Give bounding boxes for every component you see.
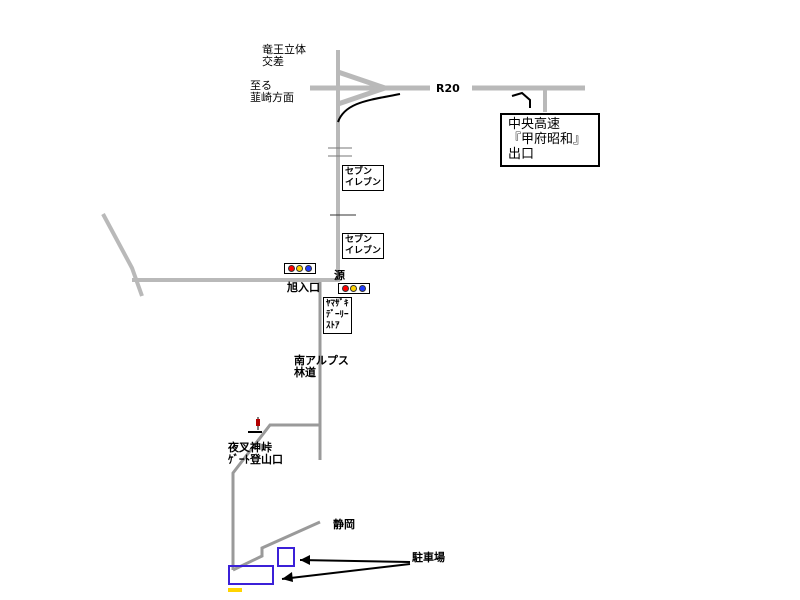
arrowhead [300,555,310,565]
label-parking: 駐車場 [412,551,445,564]
arrowhead [282,572,293,582]
parking-box [228,565,274,585]
label-route-r20: R20 [436,82,460,95]
parking-box [277,547,295,567]
map-marker [228,588,242,592]
store-yamazaki: ﾔﾏｻﾞｷ ﾃﾞｰﾘｰ ｽﾄｱ [323,297,352,334]
label-highway-exit: 中央高速 『甲府昭和』 出口 [500,113,600,167]
interchange-ramp [337,69,393,107]
label-minami-alps-rindo: 南アルプス 林道 [294,354,349,379]
arrow-icon [337,93,401,123]
parking-arrow [299,559,411,563]
store-seven-eleven: セブン イレブン [342,233,385,259]
arrow-icon [511,91,531,108]
store-seven-eleven: セブン イレブン [342,165,385,191]
label-nirasaki-direction: 至る 韮崎方面 [250,79,294,104]
label-asahi-iriguchi: 旭入口 [287,281,320,294]
label-ryuo-interchange: 竜王立体 交差 [262,43,306,68]
label-shizuoka: 静岡 [333,518,355,531]
road-nw [101,213,144,297]
flag-icon [248,417,262,433]
label-yashajin-gate: 夜叉神峠 ｹﾞｰﾄ登山口 [228,441,283,466]
road-trailhead [231,423,320,570]
parking-arrow [281,563,411,580]
traffic-signal-icon [284,263,316,274]
road-shizuoka [232,520,321,572]
traffic-signal-icon [338,283,370,294]
label-minamoto: 源 [334,269,345,282]
